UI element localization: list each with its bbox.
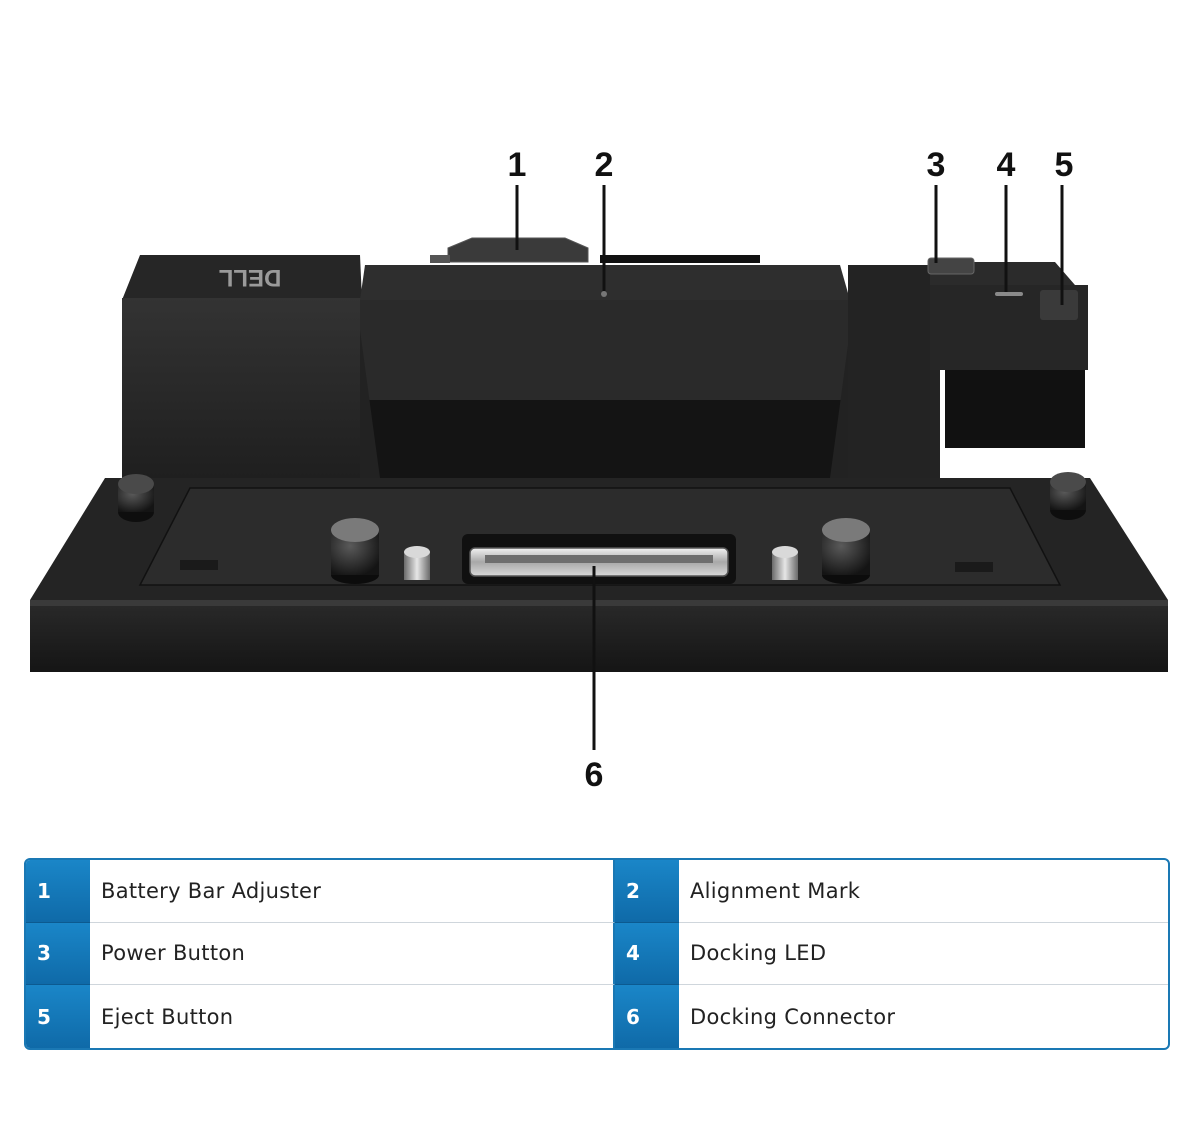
legend-number: 5: [26, 985, 90, 1048]
legend-label: Alignment Mark: [679, 860, 1168, 923]
callout-1: 1: [507, 146, 527, 184]
callout-2: 2: [594, 146, 614, 184]
legend-number: 3: [26, 922, 90, 986]
legend-label: Docking Connector: [690, 1004, 896, 1029]
callout-4: 4: [996, 146, 1016, 184]
legend-label: Battery Bar Adjuster: [90, 860, 615, 923]
legend-table: 1 Battery Bar Adjuster 2 Alignment Mark …: [24, 858, 1170, 1050]
legend-label: Eject Button: [90, 985, 615, 1048]
leader-lines: [515, 185, 1064, 750]
callout-5: 5: [1054, 146, 1074, 184]
alignment-pegs: [331, 518, 870, 584]
dock-housing: DELL: [122, 237, 1088, 478]
callout-3: 3: [926, 146, 946, 184]
docking-led: [995, 292, 1023, 296]
docking-station-illustration: DELL: [30, 185, 1168, 750]
docking-station-diagram: DELL: [30, 146, 1168, 794]
alignment-mark: [601, 291, 607, 297]
corner-pegs: [118, 472, 1086, 522]
power-button: [927, 257, 975, 275]
dell-logo: DELL: [219, 264, 282, 291]
legend-number: 2: [615, 860, 679, 923]
legend-number: 1: [26, 860, 90, 923]
legend-number: 6: [615, 985, 679, 1048]
legend-label: Power Button: [90, 922, 615, 986]
eject-button: [1040, 290, 1078, 320]
docking-connector: [462, 534, 736, 584]
callout-6: 6: [584, 756, 604, 794]
legend-label: Docking LED: [679, 923, 1168, 986]
legend-number: 4: [615, 922, 679, 986]
